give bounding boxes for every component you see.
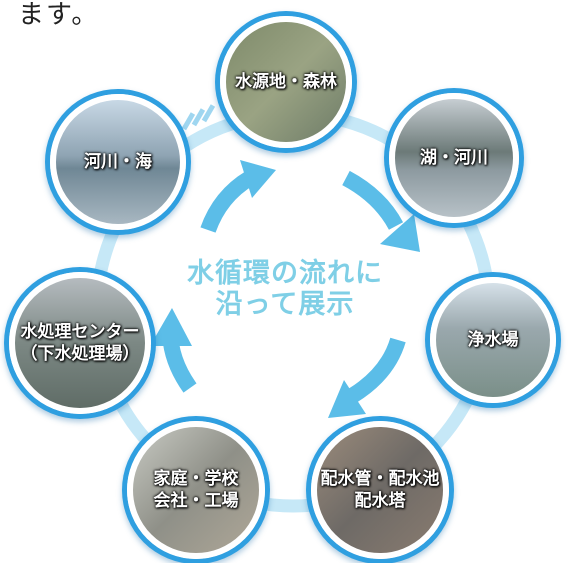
arrowhead-left — [150, 308, 192, 346]
node-pipe: 配水管・配水池配水塔 — [311, 421, 449, 559]
node-source: 水源地・森林 — [220, 16, 352, 148]
node-purify: 浄水場 — [430, 277, 556, 403]
node-home-label: 家庭・学校会社・工場 — [153, 469, 239, 511]
stripe-marks — [181, 104, 216, 131]
node-home: 家庭・学校会社・工場 — [127, 421, 265, 559]
node-lake: 湖・河川 — [389, 93, 519, 223]
node-lake-label: 湖・河川 — [420, 148, 488, 168]
node-sewage-label: 水処理センター（下水処理場） — [20, 322, 140, 364]
node-source-label: 水源地・森林 — [235, 72, 337, 92]
arrow-bottom-right — [347, 337, 406, 403]
center-title: 水循環の流れに 沿って展示 — [170, 258, 400, 320]
node-sea: 河川・海 — [50, 94, 186, 230]
center-title-line-2: 沿って展示 — [215, 289, 355, 320]
arrowhead-top-right — [380, 214, 420, 252]
node-purify-label: 浄水場 — [467, 330, 519, 350]
node-sea-label: 河川・海 — [84, 152, 152, 172]
arrow-top-left — [200, 171, 255, 233]
node-pipe-label: 配水管・配水池配水塔 — [320, 469, 440, 511]
node-sewage: 水処理センター（下水処理場） — [9, 272, 151, 414]
arrowhead-top-left — [240, 160, 276, 198]
arrow-top-right — [342, 170, 404, 230]
arrowhead-bottom-right — [328, 380, 366, 418]
center-title-line-1: 水循環の流れに — [187, 258, 383, 289]
header-text: ます。 — [18, 0, 100, 30]
